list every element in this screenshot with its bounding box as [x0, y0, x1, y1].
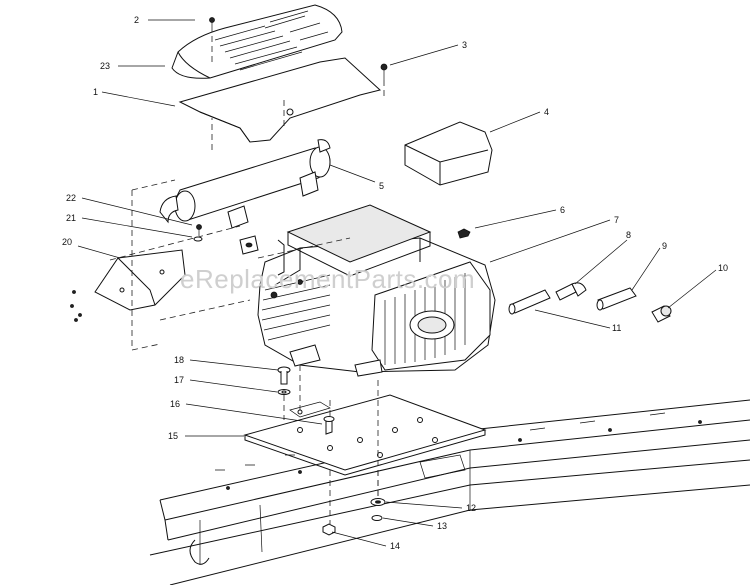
callout-18: 18 [174, 355, 184, 365]
nut-14 [322, 523, 336, 536]
assembly-lines [109, 36, 385, 524]
callout-14: 14 [390, 541, 400, 551]
bolt-18 [277, 366, 291, 385]
callout-12: 12 [466, 503, 476, 513]
callout-numbers: 2 23 1 3 4 5 6 7 8 9 10 11 22 21 20 18 1… [62, 15, 728, 551]
louvered-cover [171, 4, 343, 79]
cap-10 [651, 305, 672, 323]
leader-lines [77, 19, 717, 547]
pipe-9 [596, 287, 637, 311]
washer-13 [371, 515, 383, 521]
callout-15: 15 [168, 431, 178, 441]
callout-20: 20 [62, 237, 72, 247]
screw-3 [380, 63, 388, 80]
callout-13: 13 [437, 521, 447, 531]
watermark: eReplacementParts.com [180, 264, 475, 294]
callout-9: 9 [662, 241, 667, 251]
callout-3: 3 [462, 40, 467, 50]
clip-6 [457, 228, 471, 239]
callout-8: 8 [626, 230, 631, 240]
bolt-16 [323, 416, 335, 435]
washer-12 [370, 498, 386, 506]
callout-17: 17 [174, 375, 184, 385]
muffler-guard [178, 57, 382, 143]
washer-21 [193, 236, 203, 242]
callout-22: 22 [66, 193, 76, 203]
callout-2: 2 [134, 15, 139, 25]
callout-6: 6 [560, 205, 565, 215]
engine [257, 204, 496, 377]
callout-7: 7 [614, 215, 619, 225]
callout-23: 23 [100, 61, 110, 71]
mounting-plate [243, 394, 487, 476]
muffler-cover [404, 121, 493, 186]
callout-1: 1 [93, 87, 98, 97]
screw-22 [196, 224, 202, 236]
elbow-8 [555, 282, 587, 301]
pipe-nipple-11 [508, 289, 551, 315]
callout-16: 16 [170, 399, 180, 409]
gasket [239, 235, 259, 255]
callout-11: 11 [612, 323, 621, 333]
muffler [159, 139, 331, 229]
callout-5: 5 [379, 181, 384, 191]
callout-4: 4 [544, 107, 549, 117]
frame-rails [149, 399, 750, 585]
washer-17 [277, 389, 291, 395]
heat-shield [70, 249, 186, 322]
callout-21: 21 [66, 213, 76, 223]
callout-10: 10 [718, 263, 728, 273]
